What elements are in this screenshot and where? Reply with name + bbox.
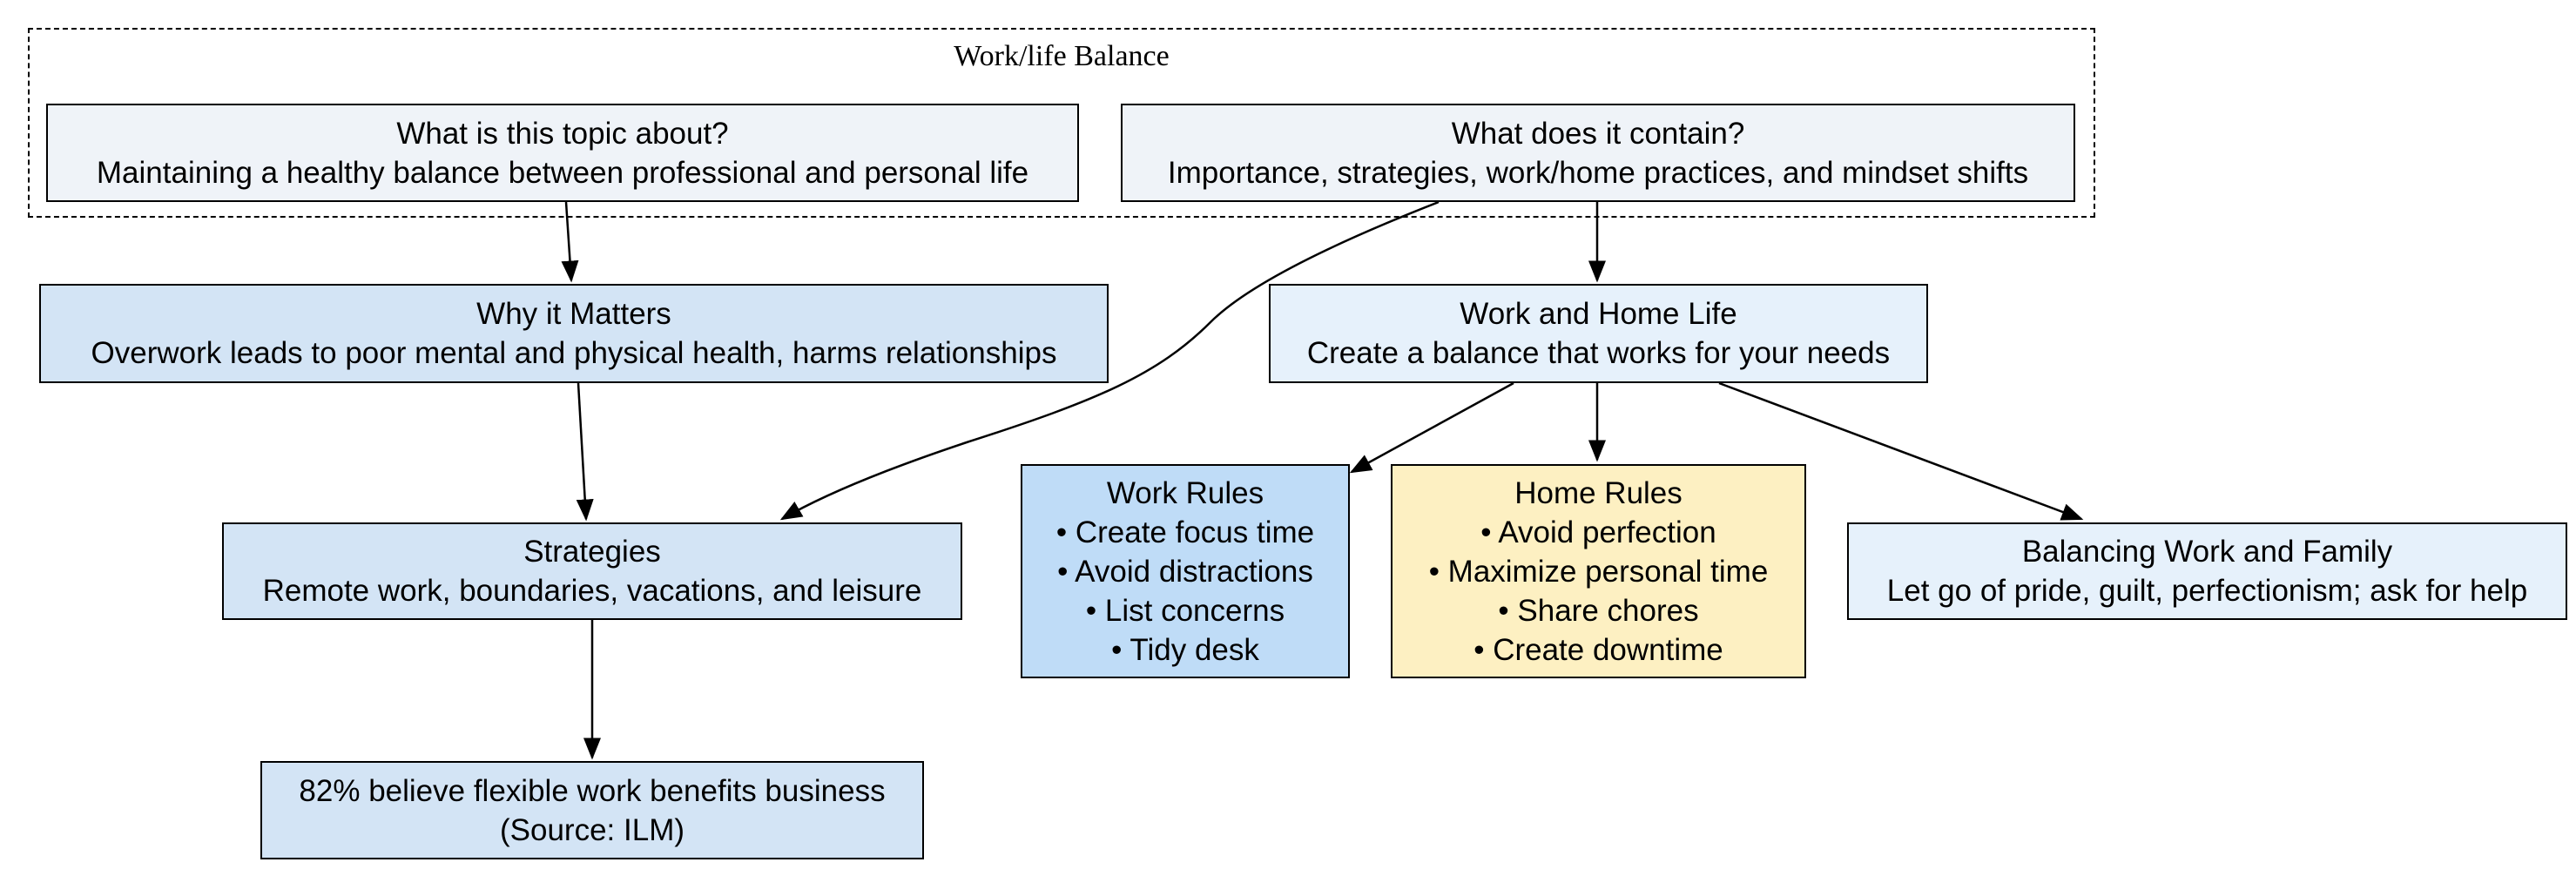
- edge-why-to-strategies: [576, 382, 594, 522]
- edge-topic-to-why: [561, 201, 579, 283]
- node-topic: What is this topic about? Maintaining a …: [46, 104, 1079, 202]
- node-topic-text: Maintaining a healthy balance between pr…: [96, 155, 1029, 190]
- node-workhome: Work and Home Life Create a balance that…: [1269, 284, 1928, 383]
- node-stat-text: (Source: ILM): [500, 812, 684, 847]
- node-topic-title: What is this topic about?: [396, 116, 729, 151]
- node-workrules-item: • Avoid distractions: [1057, 554, 1313, 589]
- node-strategies-text: Remote work, boundaries, vacations, and …: [262, 574, 922, 608]
- node-homerules-item: • Share chores: [1498, 593, 1699, 628]
- work-life-balance-cluster: Work/life Balance: [28, 28, 2095, 218]
- node-workrules-item: • Tidy desk: [1111, 632, 1259, 667]
- cluster-title: Work/life Balance: [954, 40, 1170, 72]
- node-workrules-item: • Create focus time: [1055, 515, 1315, 549]
- node-workhome-title: Work and Home Life: [1460, 297, 1737, 331]
- node-stat-title: 82% believe flexible work benefits busin…: [299, 773, 886, 808]
- node-contents-text: Importance, strategies, work/home practi…: [1167, 155, 2029, 190]
- node-stat: 82% believe flexible work benefits busin…: [260, 761, 924, 859]
- node-strategies-title: Strategies: [523, 535, 661, 569]
- node-homerules-item: • Maximize personal time: [1428, 554, 1769, 589]
- node-family: Balancing Work and Family Let go of prid…: [1847, 522, 2567, 620]
- node-why: Why it Matters Overwork leads to poor me…: [39, 284, 1109, 383]
- node-strategies: Strategies Remote work, boundaries, vaca…: [222, 522, 962, 620]
- node-homerules-item: • Avoid perfection: [1480, 515, 1716, 549]
- node-workrules-title: Work Rules: [1106, 475, 1264, 510]
- node-contents-title: What does it contain?: [1451, 116, 1745, 151]
- node-contents: What does it contain? Importance, strate…: [1121, 104, 2075, 202]
- node-why-title: Why it Matters: [476, 297, 671, 331]
- node-family-text: Let go of pride, guilt, perfectionism; a…: [1886, 574, 2528, 608]
- node-homerules-item: • Create downtime: [1473, 632, 1723, 667]
- node-homerules: Home Rules • Avoid perfection • Maximize…: [1391, 464, 1806, 678]
- node-family-title: Balancing Work and Family: [2021, 535, 2393, 569]
- node-workhome-text: Create a balance that works for your nee…: [1306, 336, 1891, 370]
- edge-workhome-to-workrules: [1349, 381, 1514, 474]
- node-homerules-title: Home Rules: [1514, 475, 1682, 510]
- edge-workhome-to-family: [1718, 381, 2084, 521]
- edge-contents-to-strategies: [779, 200, 1440, 521]
- node-why-text: Overwork leads to poor mental and physic…: [91, 336, 1057, 370]
- node-workrules: Work Rules • Create focus time • Avoid d…: [1021, 464, 1350, 678]
- node-workrules-item: • List concerns: [1085, 593, 1285, 628]
